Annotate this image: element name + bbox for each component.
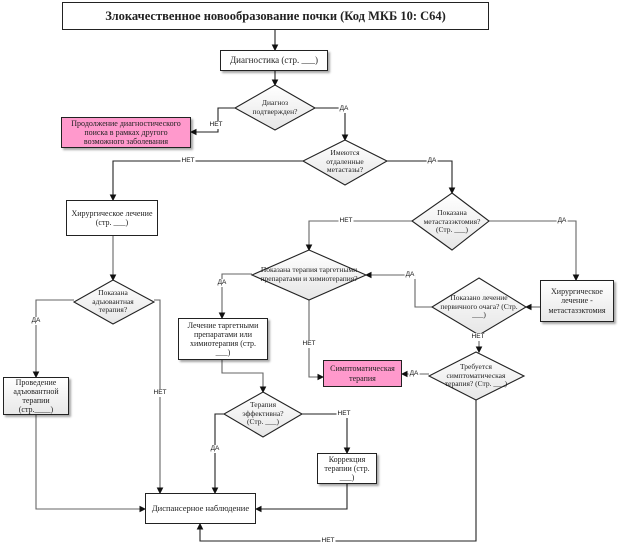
no-label: НЕТ <box>208 121 224 129</box>
connector <box>211 413 224 495</box>
connector <box>196 400 477 542</box>
yes-label: ДА <box>426 157 438 165</box>
decision-diamond <box>233 84 317 131</box>
distant-metastases-text: Имеются отдаленные метастазы? <box>326 148 364 175</box>
no-label: НЕТ <box>338 217 354 225</box>
therapy-effective-text: Терапия эффективна? (Стр. ___) <box>242 400 284 427</box>
symptomatic-therapy-box: Симптоматическая терапия <box>323 360 402 387</box>
no-label: НЕТ <box>470 333 486 341</box>
connector <box>302 413 351 455</box>
connector <box>221 360 267 394</box>
connector <box>218 273 252 320</box>
targeted-treatment-box: Лечение таргетными препаратами или химио… <box>178 318 268 360</box>
connector <box>364 271 432 308</box>
connector <box>32 299 74 379</box>
connector <box>189 107 235 136</box>
adjuvant-indicated-text: Показана адъювантная терапия? <box>92 288 134 315</box>
no-label: НЕТ <box>180 157 196 165</box>
connector <box>308 300 325 381</box>
no-label: НЕТ <box>301 340 317 348</box>
diagnosis-confirmed-text: Диагноз подтвержден? <box>252 98 298 116</box>
surgery-metastasectomy-box: Хирургическое лечение - метастазэктомия <box>540 280 614 322</box>
yes-label: ДА <box>408 370 420 378</box>
adjuvant-therapy-box: Проведение адъювантной терапии (стр.____… <box>3 377 69 415</box>
connector <box>35 415 147 513</box>
no-label: НЕТ <box>152 389 168 397</box>
symptomatic-required-text: Требуется симптоматическая терапия? (Стр… <box>444 362 508 389</box>
yes-label: ДА <box>216 279 228 287</box>
surgery-box: Хирургическое лечение (стр. ___) <box>66 200 158 236</box>
page-title: Злокачественное новообразование почки (К… <box>62 2 489 30</box>
yes-label: ДА <box>338 105 350 113</box>
diagnostics-box: Диагностика (стр. ___) <box>220 50 328 71</box>
yes-label: ДА <box>404 271 416 279</box>
connector <box>489 220 580 282</box>
decision-diamond <box>250 249 368 301</box>
targeted-indicated-text: Показана терапия таргетными препаратами … <box>260 265 358 283</box>
yes-label: ДА <box>30 317 42 325</box>
yes-label: ДА <box>556 217 568 225</box>
connector <box>387 160 456 195</box>
decision-diamond <box>427 351 526 401</box>
decision-diamond <box>301 139 389 186</box>
metastasectomy-indicated-text: Показана метастазэктомия? (Стр. ___) <box>423 208 481 235</box>
connector <box>109 160 303 202</box>
connector <box>154 299 164 495</box>
yes-label: ДА <box>209 445 221 453</box>
connector <box>254 484 348 513</box>
connector <box>305 220 412 252</box>
no-label: НЕТ <box>320 537 336 545</box>
no-label: НЕТ <box>336 410 352 418</box>
decision-diamond <box>222 391 304 438</box>
dispensary-box: Диспансерное наблюдение <box>145 493 256 524</box>
primary-treatment-indicated-text: Показано лечение первичного очага? (Стр.… <box>440 293 518 320</box>
therapy-correction-box: Коррекция терапии (стр. ___) <box>317 453 377 484</box>
decision-diamond <box>411 192 490 251</box>
decision-diamond <box>72 279 156 325</box>
continue-search-box: Продолжение диагностического поиска в ра… <box>61 117 191 148</box>
